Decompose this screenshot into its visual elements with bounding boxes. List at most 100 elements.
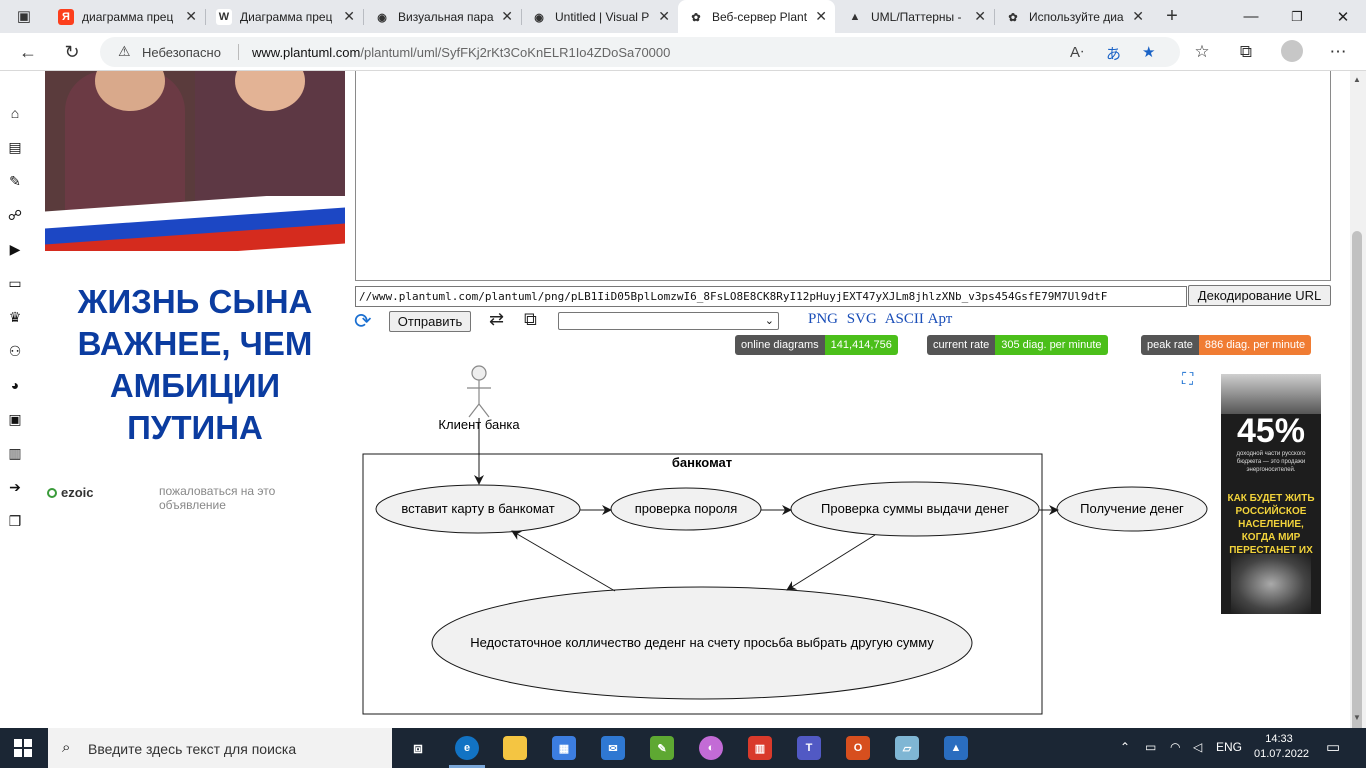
close-window-button[interactable]: ✕: [1336, 8, 1350, 26]
omnibox[interactable]: ⚠ Небезопасно www.plantuml.com/plantuml/…: [100, 37, 1180, 67]
battery-icon[interactable]: ▭: [1145, 740, 1157, 754]
edge-icon[interactable]: e: [455, 736, 479, 760]
play-icon[interactable]: ▶: [9, 240, 21, 257]
scroll-up-icon[interactable]: ▲: [1353, 75, 1361, 84]
close-tab-icon[interactable]: ✕: [501, 8, 513, 24]
home-icon[interactable]: ⌂: [10, 105, 20, 121]
signpost-icon[interactable]: ➔: [9, 478, 21, 495]
translate-icon[interactable]: あ: [1106, 46, 1122, 63]
zoom-fit-icon[interactable]: ⛶: [1182, 371, 1194, 388]
image-viewer-icon[interactable]: ▲: [944, 736, 968, 760]
close-tab-icon[interactable]: ✕: [815, 8, 827, 24]
submit-button[interactable]: Отправить: [389, 311, 471, 332]
open-new-window-icon[interactable]: ⧉: [524, 309, 537, 329]
close-tab-icon[interactable]: ✕: [185, 8, 197, 24]
book-icon[interactable]: ❒: [8, 512, 22, 529]
examples-select[interactable]: ⌄: [558, 312, 779, 330]
source-textarea[interactable]: [355, 71, 1331, 281]
task-view-icon[interactable]: ⧈: [413, 739, 423, 757]
tray-chevron-icon[interactable]: ⌃: [1120, 740, 1131, 754]
browser-tab[interactable]: ◉Untitled | Visual P✕: [521, 0, 678, 33]
tab-title: Диаграмма прец: [240, 9, 333, 24]
notifications-icon[interactable]: ▭: [1326, 739, 1341, 756]
tab-separator: [994, 9, 995, 25]
wifi-icon[interactable]: ◠: [1170, 740, 1181, 754]
profile-avatar[interactable]: [1281, 40, 1303, 62]
png-link[interactable]: PNG: [808, 311, 839, 327]
browser-tab[interactable]: ✿Используйте диа✕: [995, 0, 1152, 33]
network-icon[interactable]: ☍: [7, 206, 23, 223]
ad-headline[interactable]: ЖИЗНЬ СЫНА ВАЖНЕЕ, ЧЕМ АМБИЦИИ ПУТИНА: [77, 283, 313, 446]
close-tab-icon[interactable]: ✕: [1132, 8, 1144, 24]
usecase-label: Получение денег: [1080, 501, 1184, 516]
brush-icon[interactable]: ✎: [9, 172, 21, 189]
ad-right[interactable]: 45% доходной части русского бюджета — эт…: [1221, 374, 1321, 614]
browser-tab[interactable]: ◉Визуальная пара✕: [364, 0, 521, 33]
ad-small-text: доходной части русского бюджета — это пр…: [1236, 451, 1306, 473]
divider: [238, 44, 239, 60]
warning-icon[interactable]: ⚠: [118, 43, 131, 59]
browser-tab[interactable]: ✿Веб-сервер Plant✕: [678, 0, 835, 33]
stat-label: online diagrams: [735, 335, 825, 355]
site-sidebar: ⌂ ▤ ✎ ☍ ▶ ▭ ♛ ⚇ ◕ ▣ ▥ ➔ ❒: [0, 71, 36, 728]
image-url-field[interactable]: //www.plantuml.com/plantuml/png/pLB1IiD0…: [355, 286, 1187, 307]
library-icon[interactable]: ▥: [8, 444, 22, 461]
page-scrollbar[interactable]: ▲ ▼: [1350, 71, 1366, 768]
scroll-down-icon[interactable]: ▼: [1353, 713, 1361, 722]
paint-app-icon[interactable]: ✎: [650, 736, 674, 760]
browser-tab[interactable]: ▲UML/Паттерны -✕: [837, 0, 994, 33]
url-text[interactable]: www.plantuml.com/plantuml/uml/SyfFKj2rKt…: [252, 45, 670, 60]
chat-icon[interactable]: ▭: [8, 274, 22, 291]
ascii-link[interactable]: ASCII Арт: [884, 311, 953, 327]
crown-icon[interactable]: ♛: [8, 308, 22, 325]
palette-icon[interactable]: ◕: [10, 377, 20, 393]
favorites-icon[interactable]: ☆: [1194, 42, 1210, 61]
minimize-button[interactable]: —: [1243, 8, 1259, 25]
new-tab-button[interactable]: +: [1166, 4, 1178, 27]
volume-icon[interactable]: ◁: [1193, 740, 1203, 754]
winrar-icon[interactable]: ▥: [748, 736, 772, 760]
favorite-star-icon[interactable]: ★: [1142, 44, 1156, 61]
url-host: www.plantuml.com: [252, 45, 361, 60]
restore-button[interactable]: ❐: [1291, 8, 1303, 24]
back-button[interactable]: ←: [19, 41, 37, 62]
clock-time: 14:33: [1265, 733, 1293, 745]
mail-icon[interactable]: ✉: [601, 736, 625, 760]
report-ad-link[interactable]: пожаловаться на это объявление: [159, 484, 276, 512]
swap-view-icon[interactable]: ⇄: [489, 309, 505, 329]
scroll-thumb[interactable]: [1352, 231, 1362, 768]
uml-diagram[interactable]: Клиент банка банкомат вставит карту в ба…: [355, 362, 1225, 722]
teams-icon[interactable]: T: [797, 736, 821, 760]
read-aloud-icon[interactable]: Aᐧ: [1070, 44, 1084, 61]
security-label[interactable]: Небезопасно: [142, 45, 221, 60]
ad-left[interactable]: ЖИЗНЬ СЫНА ВАЖНЕЕ, ЧЕМ АМБИЦИИ ПУТИНА ez…: [45, 71, 345, 512]
photos-app-icon[interactable]: ◐: [699, 736, 723, 760]
ezoic-logo[interactable]: ezoic: [47, 485, 94, 500]
language-indicator[interactable]: ENG: [1216, 740, 1243, 754]
active-app-indicator: [449, 765, 485, 768]
start-button[interactable]: [14, 739, 32, 757]
collections-icon[interactable]: ⧉: [1239, 42, 1253, 61]
tab-actions-icon[interactable]: ▣: [16, 8, 32, 25]
reload-button[interactable]: ↻: [64, 41, 80, 62]
close-tab-icon[interactable]: ✕: [343, 8, 355, 24]
clock[interactable]: 14:33 01.07.2022: [1254, 732, 1309, 762]
taskbar-search[interactable]: ⌕ Введите здесь текст для поиска: [48, 728, 392, 768]
more-menu-icon[interactable]: ⋯: [1329, 42, 1347, 61]
document-icon[interactable]: ▤: [8, 138, 22, 155]
close-tab-icon[interactable]: ✕: [974, 8, 986, 24]
store-icon[interactable]: ▦: [552, 736, 576, 760]
refresh-icon[interactable]: ⟳: [354, 310, 372, 333]
decode-url-button[interactable]: Декодирование URL: [1188, 285, 1331, 306]
svg-link[interactable]: SVG: [846, 311, 877, 327]
sitemap-icon[interactable]: ⚇: [8, 342, 22, 359]
notes-app-icon[interactable]: ▱: [895, 736, 919, 760]
file-explorer-icon[interactable]: [503, 736, 527, 760]
chevron-down-icon: ⌄: [764, 315, 774, 327]
office-icon[interactable]: O: [846, 736, 870, 760]
close-tab-icon[interactable]: ✕: [658, 8, 670, 24]
chip-icon[interactable]: ▣: [8, 410, 22, 427]
